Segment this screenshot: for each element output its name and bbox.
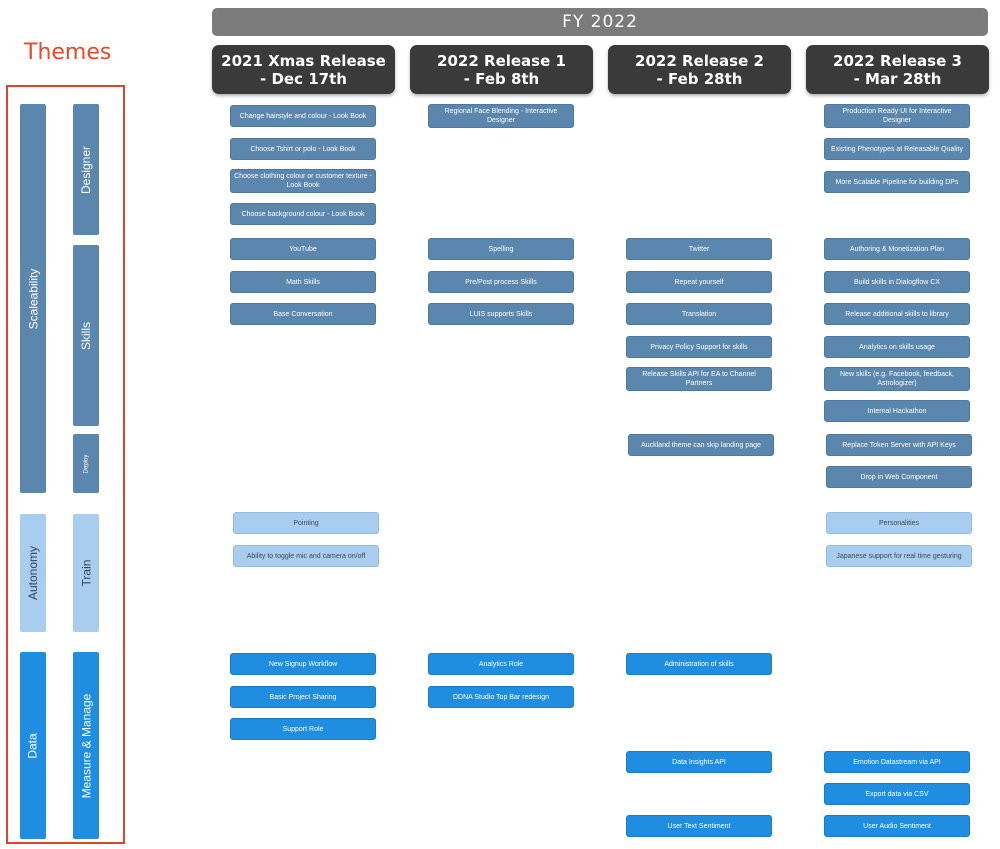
roadmap-card: Release additional skills to library [824, 303, 970, 325]
roadmap-card: Choose background colour - Look Book [230, 203, 376, 225]
release-date: - Feb 28th [656, 69, 743, 88]
fiscal-year-bar: FY 2022 [212, 8, 988, 36]
roadmap-card: New Signup Workflow [230, 653, 376, 675]
roadmap-card: Twitter [626, 238, 772, 260]
release-title: 2021 Xmas Release [221, 51, 386, 70]
subtheme-label: Skills [79, 321, 94, 350]
roadmap-card: Drop in Web Component [826, 466, 972, 488]
subtheme-label: Train [79, 559, 93, 587]
themes-title: Themes [24, 40, 112, 65]
roadmap-card: Administration of skills [626, 653, 772, 675]
roadmap-card: User Audio Sentiment [824, 815, 970, 837]
roadmap-card: Spelling [428, 238, 574, 260]
roadmap-card: Japanese support for real time gesturing [826, 545, 972, 567]
roadmap-card: LUIS supports Skills [428, 303, 574, 325]
roadmap-card: New skills (e.g. Facebook, feedback, Ast… [824, 367, 970, 391]
roadmap-card: Support Role [230, 718, 376, 740]
theme-data: Data [20, 652, 46, 839]
subtheme-measure-manage: Measure & Manage [73, 652, 99, 839]
roadmap-card: Emotion Datastream via API [824, 751, 970, 773]
roadmap-card: Base Conversation [230, 303, 376, 325]
roadmap-card: Data Insights API [626, 751, 772, 773]
roadmap-card: Choose clothing colour or customer textu… [230, 169, 376, 193]
release-header-r3: 2022 Release 3 - Mar 28th [806, 45, 989, 94]
release-header-xmas: 2021 Xmas Release - Dec 17th [212, 45, 395, 94]
roadmap-card: Authoring & Monetization Plan [824, 238, 970, 260]
subtheme-label: Designer [79, 145, 93, 194]
theme-label: Scaleability [26, 268, 41, 329]
subtheme-designer: Designer [73, 104, 99, 235]
themes-frame [6, 85, 125, 844]
subtheme-label: Deploy [83, 454, 89, 473]
roadmap-card: Export data via CSV [824, 783, 970, 805]
fiscal-year-label: FY 2022 [562, 12, 638, 32]
roadmap-card: Auckland theme can skip landing page [628, 434, 774, 456]
roadmap-card: Replace Token Server with API Keys [826, 434, 972, 456]
roadmap-card: Privacy Policy Support for skills [626, 336, 772, 358]
roadmap-card: Internal Hackathon [824, 400, 970, 422]
release-date: - Feb 8th [463, 69, 540, 88]
roadmap-card: Production Ready UI for Interactive Desi… [824, 104, 970, 128]
roadmap-card: YouTube [230, 238, 376, 260]
roadmap-card: Release Skills API for EA to Channel Par… [626, 367, 772, 391]
theme-label: Data [25, 732, 40, 759]
theme-label: Autonomy [26, 545, 40, 601]
roadmap-card: Ability to toggle mic and camera on/off [233, 545, 379, 567]
release-date: - Dec 17th [260, 69, 347, 88]
roadmap-card: Pre/Post process Skills [428, 271, 574, 293]
release-title: 2022 Release 3 [833, 51, 962, 70]
roadmap-card: Change hairstyle and colour - Look Book [230, 105, 376, 127]
release-header-r2: 2022 Release 2 - Feb 28th [608, 45, 791, 94]
roadmap-card: Choose Tshirt or polo - Look Book [230, 138, 376, 160]
roadmap-card: Build skills in Dialogflow CX [824, 271, 970, 293]
roadmap-card: Pointing [233, 512, 379, 534]
roadmap-card: User Text Sentiment [626, 815, 772, 837]
roadmap-card: Personalities [826, 512, 972, 534]
release-date: - Mar 28th [853, 69, 942, 88]
subtheme-label: Measure & Manage [79, 693, 94, 798]
subtheme-train: Train [73, 514, 99, 632]
roadmap-card: Basic Project Sharing [230, 686, 376, 708]
roadmap-card: Repeat yourself [626, 271, 772, 293]
roadmap-card: Existing Phenotypes at Releasable Qualit… [824, 138, 970, 160]
release-title: 2022 Release 2 [635, 51, 764, 70]
roadmap-card: Translation [626, 303, 772, 325]
roadmap-card: Analytics on skills usage [824, 336, 970, 358]
roadmap-card: Regional Face Blending - Interactive Des… [428, 104, 574, 128]
roadmap-card: More Scalable Pipeline for building DPs [824, 171, 970, 193]
release-title: 2022 Release 1 [437, 51, 566, 70]
release-header-r1: 2022 Release 1 - Feb 8th [410, 45, 593, 94]
theme-autonomy: Autonomy [20, 514, 46, 632]
roadmap-card: Analytics Role [428, 653, 574, 675]
theme-scaleability: Scaleability [20, 104, 46, 493]
subtheme-deploy: Deploy [73, 434, 99, 493]
roadmap-card: DDNA Studio Top Bar redesign [428, 686, 574, 708]
roadmap-card: Math Skills [230, 271, 376, 293]
subtheme-skills: Skills [73, 245, 99, 426]
